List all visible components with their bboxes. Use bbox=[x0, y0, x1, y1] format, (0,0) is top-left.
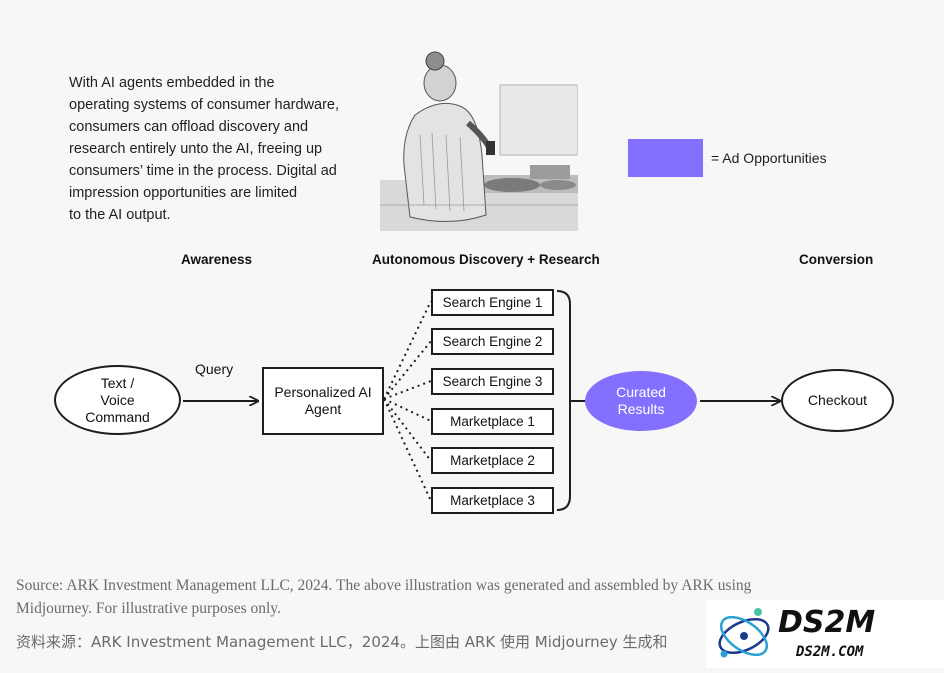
source-note: Source: ARK Investment Management LLC, 2… bbox=[16, 574, 916, 620]
legend: = Ad Opportunities bbox=[628, 139, 827, 177]
node-line: Voice bbox=[100, 391, 135, 408]
node-line: Agent bbox=[304, 401, 342, 417]
source-line: Source: ARK Investment Management LLC, 2… bbox=[16, 577, 752, 594]
intro-line: to the AI output. bbox=[69, 207, 171, 223]
intro-line: research entirely unto the AI, freeing u… bbox=[69, 141, 323, 157]
intro-paragraph: With AI agents embedded in the operating… bbox=[69, 72, 369, 226]
stage-awareness: Awareness bbox=[181, 252, 253, 267]
stage-discovery: Autonomous Discovery + Research bbox=[372, 252, 600, 267]
search-engine-3-node: Search Engine 3 bbox=[431, 368, 554, 395]
curated-results-node: Curated Results bbox=[585, 371, 697, 431]
intro-line: consumers can offload discovery and bbox=[69, 119, 309, 135]
query-label: Query bbox=[195, 361, 234, 377]
stage-conversion: Conversion bbox=[799, 252, 874, 267]
node-line: Curated bbox=[616, 384, 666, 400]
intro-line: operating systems of consumer hardware, bbox=[69, 97, 339, 113]
sketch-illustration bbox=[380, 45, 578, 231]
svg-text:DS2M: DS2M bbox=[778, 605, 875, 640]
legend-swatch bbox=[628, 139, 703, 177]
dotted-fan bbox=[383, 300, 432, 502]
node-line: Text / bbox=[100, 374, 135, 391]
node-line: Personalized AI bbox=[274, 384, 372, 400]
diagram-connectors bbox=[183, 290, 944, 511]
personalized-ai-agent-node: Personalized AI Agent bbox=[262, 367, 384, 435]
intro-line: impression opportunities are limited bbox=[69, 185, 298, 201]
intro-line: consumers’ time in the process. Digital … bbox=[69, 163, 337, 179]
marketplace-1-node: Marketplace 1 bbox=[431, 408, 554, 435]
intro-line: With AI agents embedded in the bbox=[69, 75, 275, 91]
marketplace-3-node: Marketplace 3 bbox=[431, 487, 554, 514]
checkout-node: Checkout bbox=[781, 369, 894, 432]
search-engine-2-node: Search Engine 2 bbox=[431, 328, 554, 355]
node-line: Results bbox=[617, 401, 665, 417]
source-note-cn: 资料来源：ARK Investment Management LLC，2024。… bbox=[16, 633, 668, 651]
node-line: Command bbox=[85, 408, 150, 425]
text-voice-command-node: Text / Voice Command bbox=[54, 365, 181, 435]
legend-label: = Ad Opportunities bbox=[711, 150, 827, 166]
ds2m-logo-icon: DS2M DS2M.COM bbox=[718, 605, 875, 660]
results-bracket bbox=[556, 290, 571, 511]
search-engine-1-node: Search Engine 1 bbox=[431, 289, 554, 316]
source-line: Midjourney. For illustrative purposes on… bbox=[16, 600, 281, 617]
svg-text:DS2M.COM: DS2M.COM bbox=[795, 644, 864, 660]
marketplace-2-node: Marketplace 2 bbox=[431, 447, 554, 474]
watermark: DS2M DS2M.COM bbox=[706, 600, 944, 668]
